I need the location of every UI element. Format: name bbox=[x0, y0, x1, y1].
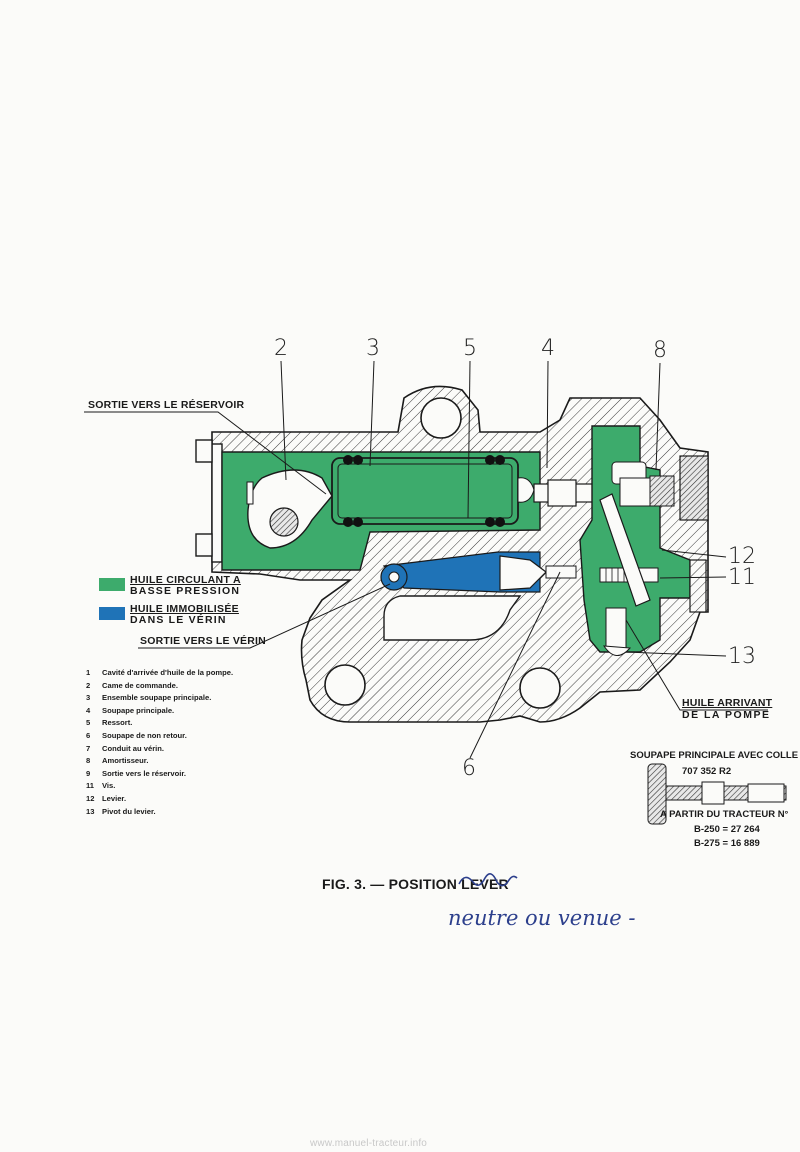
pump-oil-chamber bbox=[579, 425, 691, 653]
figure-caption: FIG. 3. — POSITION LEVER bbox=[322, 873, 518, 892]
parts-list-number: 6 bbox=[86, 730, 91, 740]
part-number-13: 13 bbox=[728, 644, 756, 669]
figure-caption-struck-word: LEVER bbox=[458, 873, 518, 892]
part-number-6: 6 bbox=[462, 756, 476, 781]
parts-list-item: 6 Soupape de non retour. bbox=[86, 731, 266, 742]
parts-list-item: 13 Pivot du levier. bbox=[86, 807, 266, 818]
parts-list-text: Conduit au vérin. bbox=[102, 743, 165, 753]
reservoir-outlet-label: SORTIE VERS LE RÉSERVOIR bbox=[88, 399, 245, 411]
parts-list-item: 9 Sortie vers le réservoir. bbox=[86, 769, 266, 780]
parts-list-number: 9 bbox=[86, 768, 91, 778]
parts-list-number: 12 bbox=[86, 793, 95, 803]
strike-scribble bbox=[458, 873, 518, 887]
parts-list-text: Cavité d'arrivée d'huile de la pompe. bbox=[102, 668, 234, 677]
part-number-5: 5 bbox=[463, 336, 477, 361]
serial-value: 27 264 bbox=[730, 824, 760, 835]
serial-model: B-250 bbox=[694, 824, 720, 835]
parts-list-item: 8 Amortisseur. bbox=[86, 756, 266, 767]
parts-list-item: 3 Ensemble soupape principale. bbox=[86, 693, 266, 704]
valve-inset-serial-row: B-250 = 27 264 bbox=[694, 824, 760, 835]
parts-list-item: 7 Conduit au vérin. bbox=[86, 744, 266, 755]
serial-model: B-275 bbox=[694, 838, 720, 849]
left-cover bbox=[211, 443, 223, 563]
mounting-hole-right bbox=[519, 667, 561, 709]
parts-list-number: 2 bbox=[86, 680, 91, 690]
part-number-2: 2 bbox=[274, 336, 288, 361]
valve-inset-serial-row: B-275 = 16 889 bbox=[694, 838, 760, 849]
parts-list-item: 11 Vis. bbox=[86, 781, 266, 792]
part-number-8: 8 bbox=[653, 338, 667, 363]
parts-list-number: 3 bbox=[86, 693, 91, 703]
parts-list-text: Amortisseur. bbox=[102, 756, 149, 766]
parts-list-text: Ensemble soupape principale. bbox=[102, 693, 212, 703]
parts-list-item: 2 Came de commande. bbox=[86, 681, 266, 692]
parts-list-text: Soupape principale. bbox=[102, 705, 175, 715]
parts-list-text: Pivot du levier. bbox=[102, 806, 156, 816]
main-valve-assembly bbox=[331, 457, 519, 525]
parts-list-text: Sortie vers le réservoir. bbox=[102, 768, 187, 778]
parts-list-text: Vis. bbox=[102, 781, 116, 791]
parts-list-number: 1 bbox=[86, 668, 91, 677]
valve-inset-drawing bbox=[647, 763, 787, 825]
pump-oil-label-line1: HUILE ARRIVANT bbox=[682, 697, 773, 709]
parts-list-number: 8 bbox=[86, 756, 91, 766]
legend-swatch-green bbox=[99, 578, 125, 591]
parts-list-item: 12 Levier. bbox=[86, 794, 266, 805]
parts-list-number: 5 bbox=[86, 718, 91, 728]
legend-item-immobilised: HUILE IMMOBILISÉE DANS LE VÉRIN bbox=[130, 604, 239, 626]
part-number-11: 11 bbox=[728, 565, 756, 590]
legend-swatch-blue bbox=[99, 607, 125, 620]
cylinder-outlet-label: SORTIE VERS LE VÉRIN bbox=[140, 635, 266, 647]
watermark: www.manuel-tracteur.info bbox=[310, 1138, 428, 1149]
valve-inset-title: SOUPAPE PRINCIPALE AVEC COLLE bbox=[630, 750, 799, 761]
mounting-hole-top bbox=[420, 397, 462, 439]
handwritten-note: neutre ou venue - bbox=[448, 906, 636, 930]
parts-list-number: 11 bbox=[86, 781, 95, 791]
part-number-12: 12 bbox=[728, 544, 756, 569]
parts-list-number: 4 bbox=[86, 705, 91, 715]
valve-inset-from-label: A PARTIR DU TRACTEUR N° bbox=[660, 809, 789, 820]
parts-list-text: Ressort. bbox=[102, 718, 133, 728]
legend-immobilised-line1: HUILE IMMOBILISÉE bbox=[130, 603, 239, 615]
parts-list-text: Came de commande. bbox=[102, 680, 178, 690]
valve-inset-part-number: 707 352 R2 bbox=[682, 766, 732, 777]
parts-list-item: 4 Soupape principale. bbox=[86, 706, 266, 717]
parts-list-number: 13 bbox=[86, 806, 95, 816]
legend-item-low-pressure: HUILE CIRCULANT A BASSE PRESSION bbox=[130, 575, 241, 597]
parts-list-item: 1 Cavité d'arrivée d'huile de la pompe. bbox=[86, 668, 266, 679]
serial-value: 16 889 bbox=[730, 838, 760, 849]
parts-list-text: Soupape de non retour. bbox=[102, 730, 187, 740]
pump-oil-label: HUILE ARRIVANT DE LA POMPE bbox=[682, 697, 772, 721]
legend-immobilised-line2: DANS LE VÉRIN bbox=[130, 614, 227, 626]
parts-list-item: 5 Ressort. bbox=[86, 718, 266, 729]
legend-low-pressure-line1: HUILE CIRCULANT A bbox=[130, 574, 241, 586]
legend-low-pressure-line2: BASSE PRESSION bbox=[130, 585, 241, 597]
mounting-hole-left bbox=[324, 664, 366, 706]
part-number-3: 3 bbox=[366, 336, 380, 361]
part-number-4: 4 bbox=[541, 336, 555, 361]
pump-oil-label-line2: DE LA POMPE bbox=[682, 709, 771, 721]
figure-caption-prefix: FIG. 3. — POSITION bbox=[322, 876, 458, 892]
parts-list-text: Levier. bbox=[102, 793, 127, 803]
parts-list-number: 7 bbox=[86, 743, 91, 753]
parts-list: 1 Cavité d'arrivée d'huile de la pompe. 2… bbox=[86, 668, 266, 817]
